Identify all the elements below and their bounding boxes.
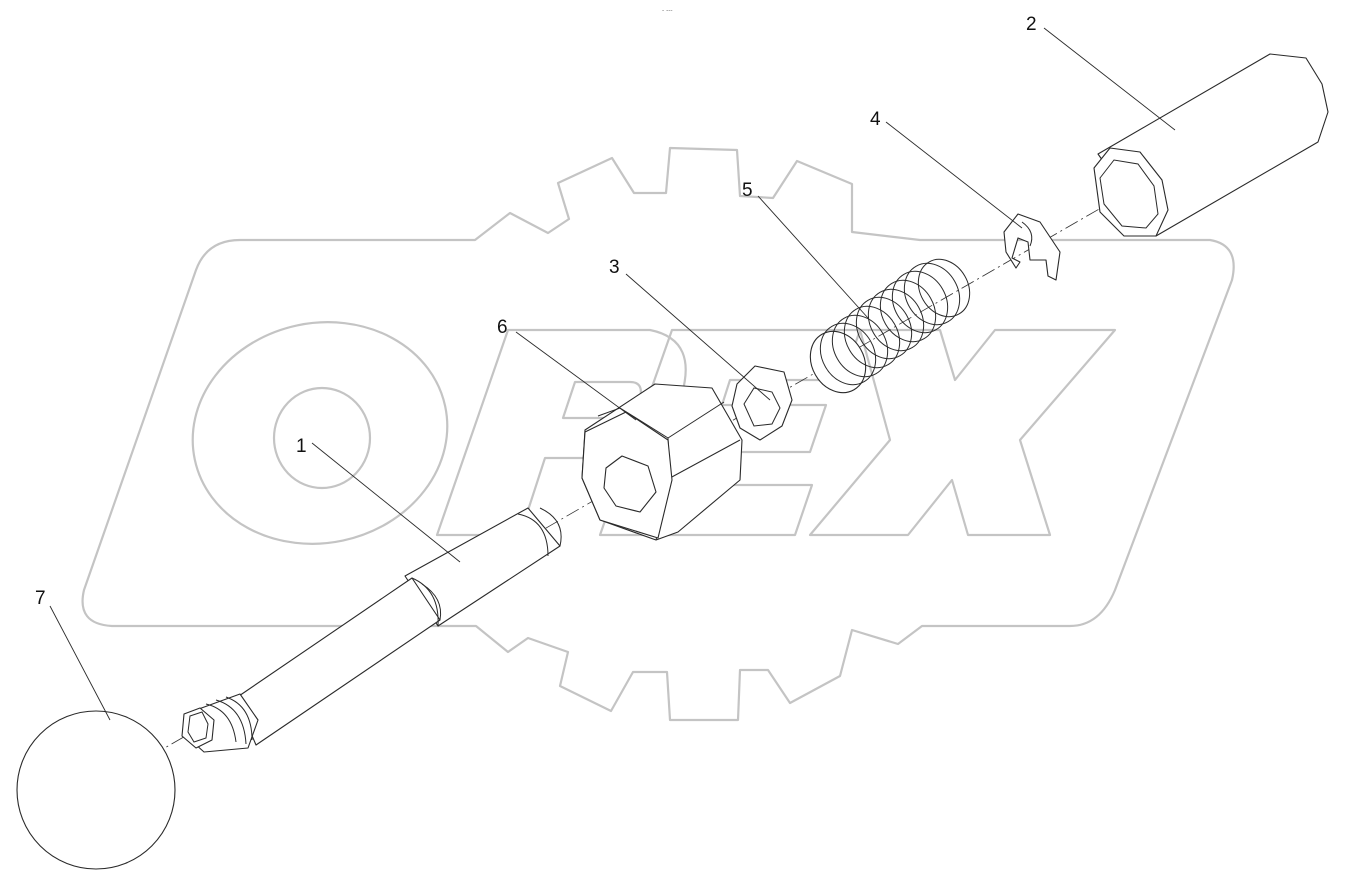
leader-1 xyxy=(311,442,461,563)
callout-2: 2 xyxy=(1026,14,1037,35)
callout-6: 6 xyxy=(497,317,508,338)
leader-2 xyxy=(1043,27,1176,131)
top-mark: - --- xyxy=(662,7,673,14)
callout-4: 4 xyxy=(870,109,881,130)
callout-labels: 1 2 3 4 5 6 7 xyxy=(35,14,1037,609)
watermark-letter-x xyxy=(808,328,1117,537)
part-7-knob xyxy=(16,710,176,870)
watermark-letter-o xyxy=(191,321,449,545)
leader-lines xyxy=(49,27,1176,721)
callout-7: 7 xyxy=(35,588,46,609)
leader-4 xyxy=(885,121,1023,229)
part-2-sleeve xyxy=(1093,53,1329,237)
callout-1: 1 xyxy=(296,436,307,457)
part-1-shaft xyxy=(181,507,562,753)
part-5-spring xyxy=(809,258,971,394)
callout-3: 3 xyxy=(609,257,620,278)
watermark-letter-o-inner xyxy=(272,386,372,490)
part-4-retaining-clip xyxy=(1003,213,1061,281)
watermark-gear-outline xyxy=(81,146,1235,722)
part-6-hex-nut xyxy=(581,383,743,541)
part-3-washer xyxy=(731,365,793,441)
callout-5: 5 xyxy=(742,180,753,201)
leader-5 xyxy=(757,195,869,319)
leader-6 xyxy=(515,331,637,421)
leader-3 xyxy=(625,273,771,401)
leader-7 xyxy=(49,605,111,721)
